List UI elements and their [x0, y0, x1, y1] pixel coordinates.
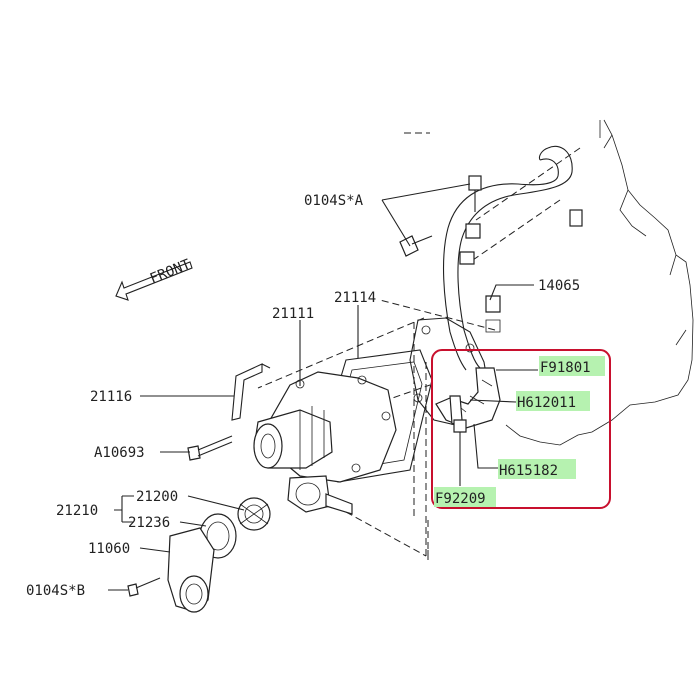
- stud-bolt: [187, 435, 233, 461]
- thermostat-cover: [167, 527, 215, 613]
- front-label: FRONT: [148, 256, 194, 287]
- bracket-21116: [231, 363, 271, 421]
- label-thermostat: 21200: [136, 489, 178, 505]
- label-highlights: [434, 356, 605, 507]
- label-hose-2: H615182: [499, 463, 558, 479]
- label-pipe: 14065: [538, 278, 580, 294]
- highlight-box: [431, 349, 611, 509]
- part-labels: 0104S*A 14065 21111 21114 21116 A10693 2…: [26, 193, 591, 599]
- front-arrow: FRONT: [115, 256, 194, 301]
- label-hose-1: H612011: [517, 395, 576, 411]
- label-clip: F92209: [435, 491, 486, 507]
- bolt-a-parts: [399, 175, 482, 257]
- leader-lines: [108, 183, 538, 591]
- label-thermostat-cover: 11060: [88, 541, 130, 557]
- label-gasket: 21114: [334, 290, 376, 306]
- label-clamp: F91801: [540, 360, 591, 376]
- engine-block-outline: [505, 119, 694, 446]
- label-thermostat-gasket: 21236: [128, 515, 170, 531]
- label-bracket: 21116: [90, 389, 132, 405]
- water-pump-body: [253, 371, 397, 515]
- label-bolt-a: 0104S*A: [304, 193, 364, 209]
- bolt-b: [127, 577, 161, 597]
- coolant-pipe: [443, 145, 583, 371]
- label-bolt-b: 0104S*B: [26, 583, 85, 599]
- label-stud-bolt: A10693: [94, 445, 145, 461]
- thermostat: [237, 497, 271, 531]
- label-thermostat-set: 21210: [56, 503, 98, 519]
- label-pump-body: 21111: [272, 306, 314, 322]
